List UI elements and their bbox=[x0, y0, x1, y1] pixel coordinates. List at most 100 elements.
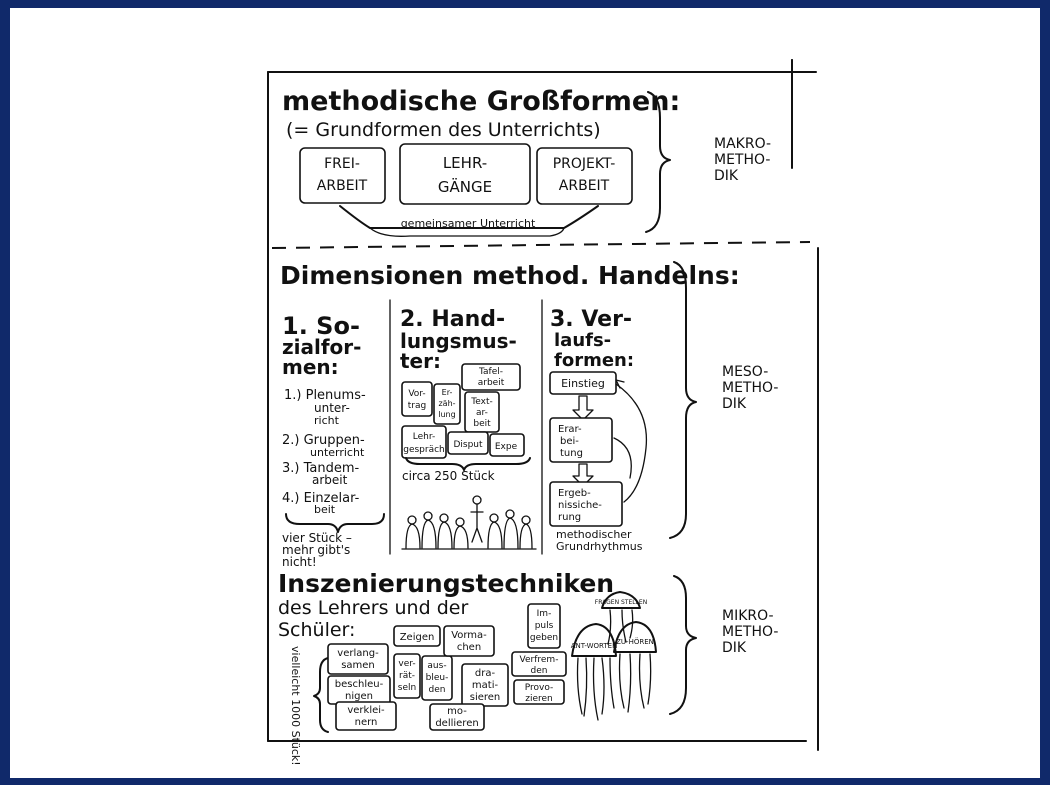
makro-title: methodische Großformen: bbox=[282, 86, 680, 117]
meso-side-label: METHO- bbox=[722, 380, 778, 396]
mikro-technique-card bbox=[527, 603, 561, 649]
mikro-technique-label: zieren bbox=[525, 694, 553, 704]
makro-brace bbox=[645, 91, 671, 233]
meso-pattern-card-label: Text- bbox=[470, 397, 492, 407]
meso-col1-item: 4.) Einzelar- bbox=[282, 491, 360, 506]
mikro-technique-label: rät- bbox=[399, 671, 415, 681]
meso-step-box bbox=[549, 417, 613, 463]
meso-pattern-card-label: Vor- bbox=[408, 389, 425, 399]
mikro-vertical-note: vielleicht 1000 Stück! bbox=[289, 646, 302, 766]
meso-col1-item: 3.) Tandem- bbox=[282, 461, 360, 476]
mikro-technique-card bbox=[461, 663, 509, 707]
mikro-technique-card bbox=[327, 643, 389, 675]
meso-pattern-card bbox=[401, 425, 447, 459]
mikro-technique-card bbox=[421, 655, 453, 701]
mikro-technique-card bbox=[511, 651, 567, 677]
meso-step-label: rung bbox=[558, 512, 581, 523]
mikro-technique-card bbox=[443, 625, 495, 657]
meso-col1-item: richt bbox=[314, 414, 340, 427]
makro-box-label: ARBEIT bbox=[559, 178, 610, 194]
meso-step-box bbox=[549, 481, 623, 527]
mikro-technique-card bbox=[335, 701, 397, 731]
meso-pattern-card-label: beit bbox=[473, 419, 491, 429]
meso-col1-note: vier Stück – bbox=[282, 531, 352, 545]
mikro-technique-label: dellieren bbox=[435, 718, 478, 729]
meso-pattern-card bbox=[401, 381, 433, 417]
section-separator bbox=[271, 241, 811, 249]
jellyfish-label: ANT-WORTEN bbox=[571, 642, 618, 650]
mikro-technique-label: beschleu- bbox=[335, 679, 384, 690]
mikro-side-label: DIK bbox=[722, 640, 747, 656]
meso-col1-brace bbox=[285, 513, 385, 533]
meso-step-label: Ergeb- bbox=[558, 488, 591, 499]
mikro-technique-card bbox=[393, 625, 441, 647]
meso-col1-item: beit bbox=[314, 503, 336, 516]
meso-pattern-card-label: lung bbox=[438, 410, 455, 419]
mikro-technique-label: Zeigen bbox=[400, 632, 435, 643]
meso-title: Dimensionen method. Handelns: bbox=[280, 261, 740, 290]
meso-col1-heading: 1. So- bbox=[282, 312, 360, 340]
mikro-technique-label: mo- bbox=[447, 706, 467, 717]
mikro-technique-label: puls bbox=[535, 621, 554, 631]
mikro-technique-label: verlang- bbox=[337, 648, 379, 659]
makro-box-freiarbeit bbox=[299, 147, 386, 204]
mikro-title: Inszenierungstechniken bbox=[278, 569, 614, 598]
mikro-technique-label: verklei- bbox=[347, 705, 385, 716]
mikro-technique-label: nern bbox=[355, 717, 378, 728]
meso-side-label: DIK bbox=[722, 396, 747, 412]
makro-box-projektarbeit bbox=[536, 147, 633, 205]
meso-loop-arrow bbox=[615, 383, 648, 503]
meso-pattern-card-label: zäh- bbox=[438, 399, 455, 408]
meso-step-arrow bbox=[572, 463, 594, 487]
sheet-right-edge-path bbox=[791, 59, 819, 751]
meso-loop-arrow bbox=[613, 437, 632, 479]
mikro-technique-label: mati- bbox=[472, 680, 499, 691]
meso-loop-arrowhead bbox=[615, 379, 625, 389]
meso-col1-note: nicht! bbox=[282, 555, 317, 569]
meso-col3-heading: 3. Ver- bbox=[550, 307, 632, 332]
mikro-technique-label: Provo- bbox=[525, 683, 554, 693]
classroom-sketch bbox=[401, 495, 537, 550]
mikro-technique-label: Im- bbox=[537, 609, 552, 619]
makro-box-label: ARBEIT bbox=[317, 178, 368, 194]
makro-box-lehrgaenge bbox=[399, 143, 531, 205]
makro-banner-label: gemeinsamer Unterricht bbox=[401, 217, 536, 230]
meso-col2-note: circa 250 Stück bbox=[402, 469, 495, 483]
makro-section: methodische Großformen: (= Grundformen d… bbox=[282, 86, 771, 237]
sketch-sheet: methodische Großformen: (= Grundformen d… bbox=[267, 59, 819, 766]
mikro-technique-label: dra- bbox=[475, 668, 496, 679]
meso-col3-note: Grundrhythmus bbox=[556, 540, 643, 553]
meso-brace bbox=[669, 261, 697, 539]
meso-col1-item: 2.) Gruppen- bbox=[282, 433, 365, 448]
meso-col1-item: arbeit bbox=[312, 473, 348, 487]
mikro-brace bbox=[669, 575, 697, 715]
meso-col2-brace bbox=[405, 457, 531, 471]
meso-pattern-card bbox=[433, 383, 461, 425]
jellyfish-label: FRAGEN STELLEN bbox=[595, 599, 647, 606]
meso-col1-note: mehr gibt's bbox=[282, 543, 350, 557]
mikro-technique-label: seln bbox=[398, 683, 416, 693]
makro-box-label: PROJEKT- bbox=[553, 156, 616, 172]
meso-col3-heading: formen: bbox=[554, 350, 634, 371]
makro-side-label: DIK bbox=[714, 168, 739, 184]
meso-pattern-card-label: Expe bbox=[495, 442, 518, 452]
mikro-technique-label: bleu- bbox=[426, 673, 449, 683]
mikro-technique-label: nigen bbox=[345, 691, 373, 702]
meso-col3-heading: laufs- bbox=[554, 330, 611, 351]
meso-pattern-card-label: arbeit bbox=[478, 378, 505, 388]
jellyfish-sketch: ANT-WORTEN FRAGEN STELLEN ZU-HÖREN bbox=[571, 591, 657, 721]
meso-pattern-card-label: Disput bbox=[453, 440, 483, 450]
meso-col1-heading: men: bbox=[282, 355, 339, 379]
meso-step-arrow bbox=[572, 395, 594, 421]
makro-banner bbox=[339, 205, 599, 229]
mikro-technique-label: Vorma- bbox=[451, 630, 487, 641]
mikro-technique-label: geben bbox=[530, 633, 558, 643]
makro-box-label: GÄNGE bbox=[438, 177, 492, 196]
meso-step-label: nissiche- bbox=[558, 500, 602, 511]
meso-col2-heading: lungsmus- bbox=[400, 329, 517, 353]
makro-box-label: FREI- bbox=[324, 156, 360, 172]
mikro-technique-card bbox=[429, 703, 485, 731]
mikro-technique-label: den bbox=[531, 666, 548, 676]
meso-pattern-card bbox=[489, 433, 525, 457]
meso-col1-item: 1.) Plenums- bbox=[284, 388, 366, 403]
